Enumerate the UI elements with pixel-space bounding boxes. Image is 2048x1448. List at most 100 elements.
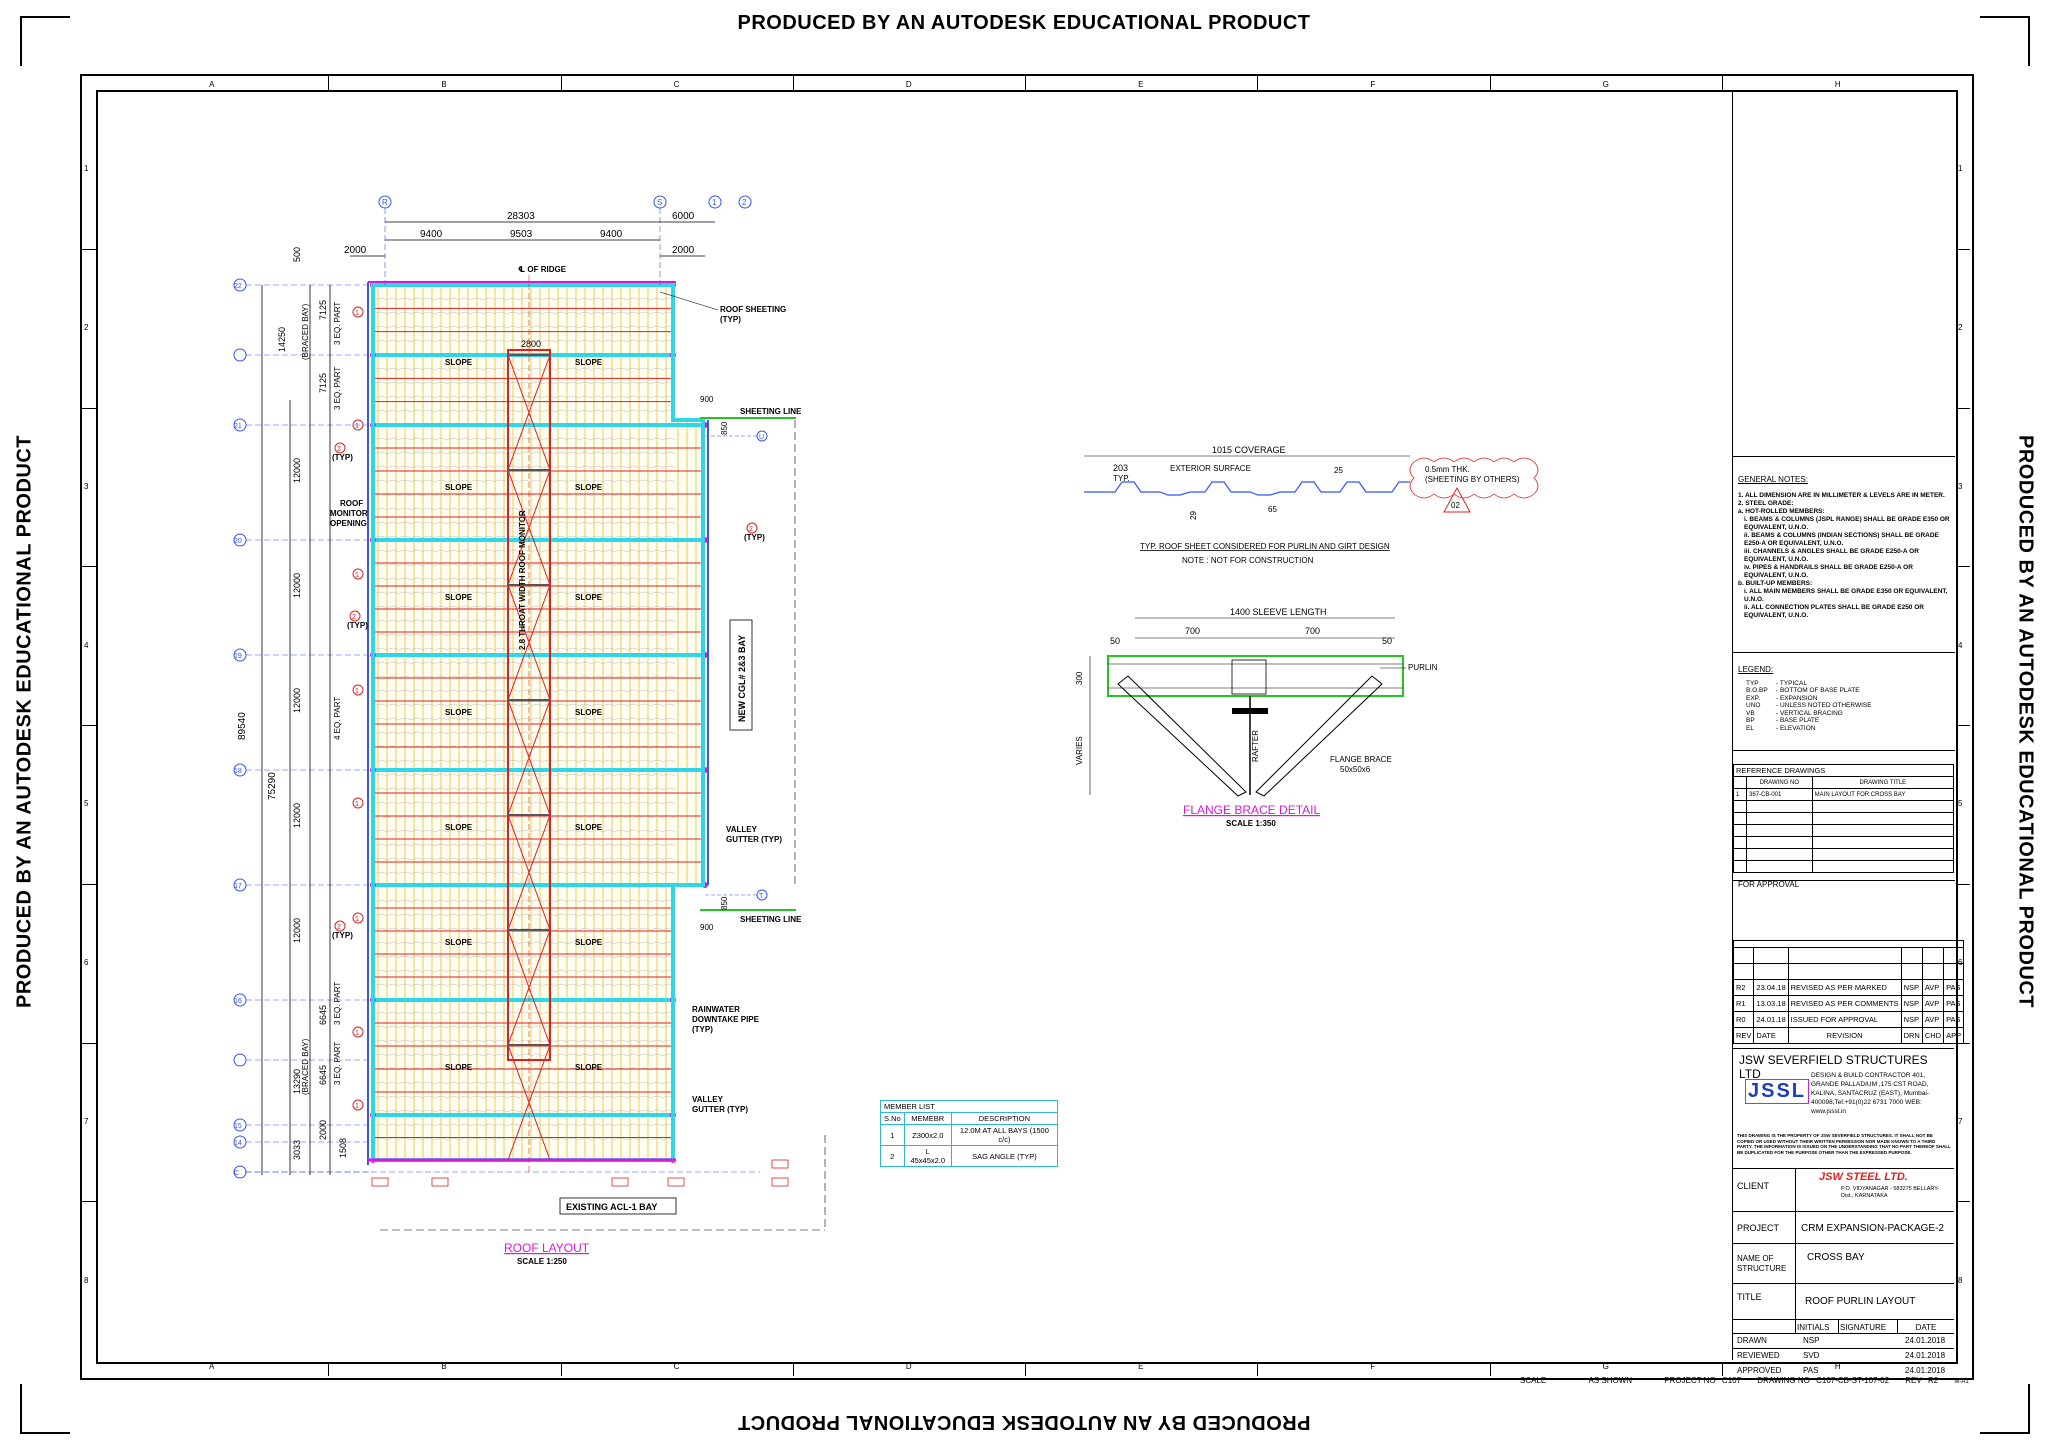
left-dim-value: 3033 bbox=[292, 1140, 302, 1160]
grid-row-label-8-left: 8 bbox=[84, 1275, 89, 1285]
grid-row-label-3-left: 3 bbox=[84, 481, 89, 491]
signoff-header-date: DATE bbox=[1915, 1322, 1937, 1332]
scale-value: AS SHOWN bbox=[1588, 1376, 1633, 1385]
reference-row-num: 1 bbox=[1733, 788, 1747, 801]
slope-label: SLOPE bbox=[445, 1063, 473, 1072]
dim-900-bottom: 900 bbox=[700, 923, 714, 932]
grid-bubble-left-label: 15 bbox=[234, 1123, 242, 1130]
roof-monitor-opening-3: OPENING bbox=[330, 519, 367, 528]
grid-bubble-top-label: S bbox=[657, 198, 662, 207]
purlin-label: PURLIN bbox=[1408, 663, 1438, 672]
legend-abbr: UNO bbox=[1746, 702, 1761, 709]
legend-item: BP- BASE PLATE bbox=[1738, 717, 1950, 725]
member-row-1-desc: 12.0M AT ALL BAYS (1500 c/c) bbox=[950, 1124, 1059, 1146]
member-row-1-member: Z300x2.0 bbox=[903, 1124, 952, 1146]
rev-r0-app: PAS bbox=[1943, 1011, 1965, 1028]
brace-right bbox=[1255, 675, 1383, 797]
existing-column bbox=[371, 1177, 389, 1187]
legend-meaning: - VERTICAL BRACING bbox=[1776, 709, 1843, 717]
typ-marker-number: 2 bbox=[749, 526, 753, 533]
legend-meaning: - BASE PLATE bbox=[1776, 717, 1820, 724]
left-dim-value: 12000 bbox=[292, 458, 302, 483]
grid-bubble-left-label: 14 bbox=[234, 1140, 242, 1147]
legend-item: EL- ELEVATION bbox=[1738, 725, 1950, 733]
dim-900-top: 900 bbox=[700, 395, 714, 404]
existing-column bbox=[431, 1177, 449, 1187]
rev-header-revision: REVISION bbox=[1787, 1027, 1902, 1044]
general-note-item: 2. STEEL GRADE: bbox=[1738, 500, 1794, 507]
eq-part-2: 3 EQ. PART bbox=[333, 367, 342, 410]
company-disclaimer: THIS DRAWING IS THE PROPERTY OF JSW SEVE… bbox=[1737, 1133, 1951, 1155]
legend-item: VB - VERTICAL BRACING bbox=[1738, 710, 1950, 718]
grid-col-divider bbox=[1489, 76, 1491, 90]
sheet-wave bbox=[374, 297, 676, 301]
grid-row-divider bbox=[82, 1042, 96, 1044]
frame-lower-block bbox=[1733, 1320, 1954, 1360]
slope-label: SLOPE bbox=[445, 358, 473, 367]
signoff-header-initials: INITIALS bbox=[1795, 1320, 1839, 1334]
grid-col-label-c-bottom: C bbox=[673, 1362, 680, 1371]
rev-header-date: DATE bbox=[1753, 1027, 1789, 1044]
sheet-profile-detail: 1015 COVERAGE 203 TYP. EXTERIOR SURFACE … bbox=[1084, 445, 1539, 565]
crop-mark-bl bbox=[20, 1384, 70, 1434]
slope-label: SLOPE bbox=[575, 483, 603, 492]
sheet-ribs bbox=[377, 288, 697, 1158]
grid-row-label-1-right: 1 bbox=[1958, 164, 1963, 174]
member-marker bbox=[352, 684, 364, 696]
rainwater-1: RAINWATER bbox=[692, 1005, 740, 1014]
left-dim-value: 12000 bbox=[292, 688, 302, 713]
sheet-wave bbox=[374, 675, 676, 679]
project-no-value: C107 bbox=[1721, 1376, 1742, 1385]
roof-sheeting-1: ROOF SHEETING bbox=[720, 305, 786, 314]
sheeting-line-top: SHEETING LINE bbox=[740, 407, 802, 416]
grid-bubble-left-label: C bbox=[234, 1170, 239, 1177]
sheet-wave bbox=[374, 703, 676, 707]
half-2: 700 bbox=[1305, 626, 1320, 636]
roof-sheeting-typ: (TYP) bbox=[720, 315, 741, 324]
member-marker-number: 1 bbox=[355, 1103, 359, 1110]
legend-abbr: VB bbox=[1746, 709, 1755, 717]
client-label: CLIENT bbox=[1737, 1181, 1770, 1191]
dim-right: 6000 bbox=[672, 211, 695, 222]
grid-col-label-a-top: A bbox=[209, 80, 215, 89]
sheet-wave bbox=[374, 829, 676, 833]
braced-bay-bottom: (BRACED BAY) bbox=[301, 1038, 310, 1095]
signoff-header-signature: SIGNATURE bbox=[1838, 1320, 1898, 1334]
rainwater-3: (TYP) bbox=[692, 1025, 713, 1034]
slope-label: SLOPE bbox=[445, 593, 473, 602]
company-address: DESIGN & BUILD CONTRACTOR 401, GRANDE PA… bbox=[1811, 1072, 1929, 1115]
grid-bubble-top bbox=[738, 195, 752, 209]
legend-title: LEGEND: bbox=[1738, 665, 1774, 674]
left-dim-value: 13290 bbox=[292, 1069, 302, 1094]
roof-layout-title: ROOF LAYOUT bbox=[504, 1241, 590, 1255]
revision-table: R2 23.04.18 REVISED AS PER MARKED NSP AV… bbox=[1732, 940, 1965, 1044]
legend-abbr: B.O.BP bbox=[1746, 687, 1768, 694]
new-bay-box bbox=[729, 619, 753, 731]
grid-bubble-left-label: 17 bbox=[234, 883, 242, 890]
member-header-member: MEMEBR bbox=[903, 1112, 952, 1125]
roof-monitor-opening-1: ROOF bbox=[340, 499, 363, 508]
member-marker bbox=[352, 1026, 364, 1038]
flange-title: FLANGE BRACE DETAIL bbox=[1183, 803, 1320, 817]
grid-row-divider bbox=[82, 407, 96, 409]
overall-left-2: 75290 bbox=[267, 772, 278, 800]
member-header-desc: DESCRIPTION bbox=[950, 1112, 1059, 1125]
rafter-flange bbox=[1232, 708, 1268, 714]
roof-layout: 2800 2.8 THROAT WIDTH ROOF MONITOR ℄ OF … bbox=[233, 195, 826, 1266]
grid-row-label-6-left: 6 bbox=[84, 958, 89, 968]
member-list-title: MEMBER LIST bbox=[880, 1100, 1058, 1113]
sheet-wave bbox=[374, 927, 676, 931]
grid-col-label-f-bottom: F bbox=[1370, 1362, 1376, 1371]
roof-layout-scale: SCALE 1:250 bbox=[517, 1257, 567, 1266]
sheet-wave bbox=[374, 871, 676, 875]
general-note-item: iii. CHANNELS & ANGLES SHALL BE GRADE E2… bbox=[1744, 548, 1919, 563]
brace-left bbox=[1117, 675, 1247, 797]
sheet-wave bbox=[374, 549, 676, 553]
project-no-label: PROJECT NO bbox=[1664, 1376, 1716, 1385]
rev-r2-desc: REVISED AS PER MARKED bbox=[1787, 979, 1902, 996]
sheet-wave bbox=[374, 731, 676, 735]
grid-col-label-g-bottom: G bbox=[1602, 1362, 1609, 1371]
left-dim-value: 6645 bbox=[318, 1065, 328, 1085]
signoff-reviewed-label: REVIEWED bbox=[1737, 1351, 1780, 1360]
